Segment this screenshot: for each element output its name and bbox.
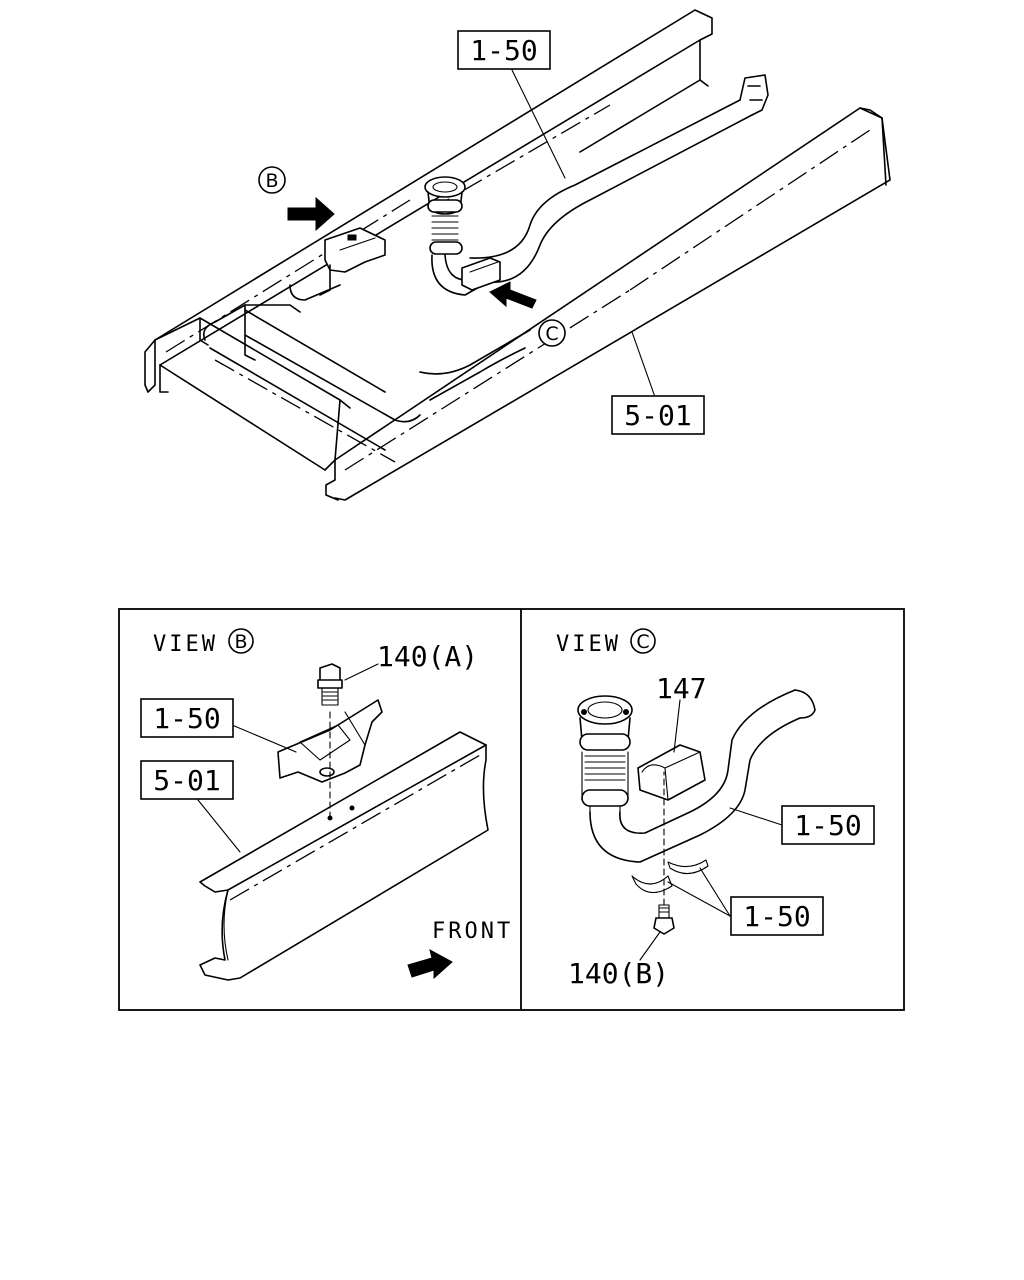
- leader-line: [231, 724, 297, 753]
- inner-frame-outline: [244, 284, 531, 401]
- view-marker-letter: B: [234, 631, 247, 653]
- part-number-label: 1-50: [153, 702, 220, 735]
- callout-1-50-top: 1-50: [457, 30, 551, 70]
- view-c-marker: C: [538, 319, 566, 347]
- callout-5-01-top: 5-01: [611, 395, 705, 435]
- leader-line: [729, 807, 783, 826]
- leader-line: [699, 867, 731, 917]
- view-marker-letter: C: [636, 631, 649, 653]
- part-number-label: 5-01: [624, 399, 691, 432]
- callout-1-50-view-c-upper: 1-50: [781, 805, 875, 845]
- marker-letter: C: [545, 323, 558, 345]
- right-frame-rail: [324, 107, 891, 501]
- front-arrow: [407, 949, 453, 980]
- part-number-label: 1-50: [743, 900, 810, 933]
- view-title: VIEW: [153, 632, 218, 657]
- part-label-140a: 140(A): [377, 640, 478, 673]
- view-title: VIEW: [556, 632, 621, 657]
- front-direction-label: FRONT: [432, 919, 513, 944]
- pipe-bracket: [319, 227, 386, 296]
- part-label-140b: 140(B): [568, 957, 669, 990]
- view-b-arrow: [287, 196, 335, 232]
- part-label-147: 147: [656, 672, 707, 705]
- clamp-block-147: [637, 744, 706, 801]
- view-b-marker: B: [258, 166, 286, 194]
- exhaust-pipe-detail: [577, 689, 816, 863]
- front-cross-member: [154, 304, 421, 471]
- exhaust-pipe: [424, 74, 769, 296]
- part-number-label: 5-01: [153, 764, 220, 797]
- leader-line: [344, 663, 379, 681]
- leader-line: [639, 931, 661, 961]
- view-marker-circle: [228, 628, 254, 654]
- leader-line: [667, 881, 731, 917]
- bolt-140a: [317, 663, 343, 706]
- part-number-label: 1-50: [794, 809, 861, 842]
- view-c-arrow: [489, 281, 537, 309]
- bracket-detail: [277, 699, 383, 783]
- leader-line: [511, 69, 566, 179]
- view-c-detail: VIEW C: [556, 628, 875, 990]
- leader-line: [631, 331, 656, 398]
- part-number-label: 1-50: [470, 34, 537, 67]
- view-marker-circle: [630, 628, 656, 654]
- marker-letter: B: [265, 170, 278, 192]
- view-b-detail: VIEW B: [140, 628, 513, 981]
- frame-assembly-view: 1-50 5-01 B C: [144, 9, 891, 501]
- leader-line: [673, 699, 681, 753]
- leader-line: [197, 799, 241, 853]
- frame-rail-detail: [199, 731, 489, 981]
- lower-clamp-halves: [631, 859, 709, 894]
- callout-5-01-view-b: 5-01: [140, 760, 234, 800]
- callout-1-50-view-c-lower: 1-50: [730, 896, 824, 936]
- callout-1-50-view-b: 1-50: [140, 698, 234, 738]
- detail-views-panel: VIEW B: [118, 608, 905, 1011]
- detail-panel-border: [118, 608, 905, 1011]
- bolt-140b: [653, 904, 675, 935]
